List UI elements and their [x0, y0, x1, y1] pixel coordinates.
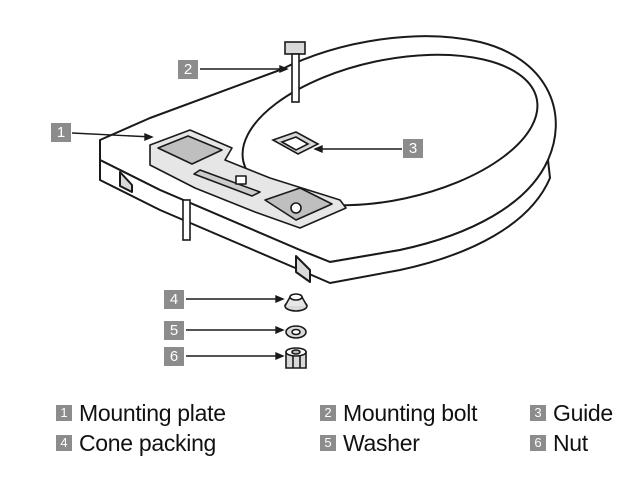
legend-badge: 3	[530, 405, 546, 421]
legend-item-washer: 5 Washer	[320, 428, 420, 458]
legend-item-mounting-bolt: 2 Mounting bolt	[320, 398, 478, 428]
legend-label: Mounting plate	[79, 399, 226, 426]
washer	[285, 325, 307, 339]
legend-badge: 5	[320, 435, 336, 451]
callout-badge-4: 4	[164, 290, 184, 309]
callout-badge-2: 2	[178, 60, 198, 79]
parts-legend: 1 Mounting plate 2 Mounting bolt 3 Guide…	[56, 398, 626, 468]
mounting-bolt	[182, 41, 306, 241]
nut	[285, 347, 307, 369]
legend-item-guide: 3 Guide	[530, 398, 613, 428]
callout-badge-3: 3	[403, 139, 423, 158]
leader-lines	[71, 64, 402, 361]
legend-item-nut: 6 Nut	[530, 428, 588, 458]
legend-badge: 6	[530, 435, 546, 451]
legend-badge: 1	[56, 405, 72, 421]
legend-item-mounting-plate: 1 Mounting plate	[56, 398, 226, 428]
legend-label: Cone packing	[79, 429, 217, 456]
mounting-plate	[149, 129, 347, 229]
legend-badge: 2	[320, 405, 336, 421]
legend-label: Washer	[343, 429, 420, 456]
toilet-seat-diagram	[71, 35, 557, 369]
legend-badge: 4	[56, 435, 72, 451]
callout-badge-6: 6	[164, 347, 184, 366]
callout-badge-1: 1	[51, 123, 71, 142]
guide	[271, 131, 320, 155]
callout-badge-5: 5	[164, 321, 184, 340]
legend-label: Nut	[553, 429, 588, 456]
legend-label: Mounting bolt	[343, 399, 478, 426]
cone-packing	[284, 293, 308, 312]
legend-item-cone-packing: 4 Cone packing	[56, 428, 216, 458]
legend-label: Guide	[553, 399, 613, 426]
